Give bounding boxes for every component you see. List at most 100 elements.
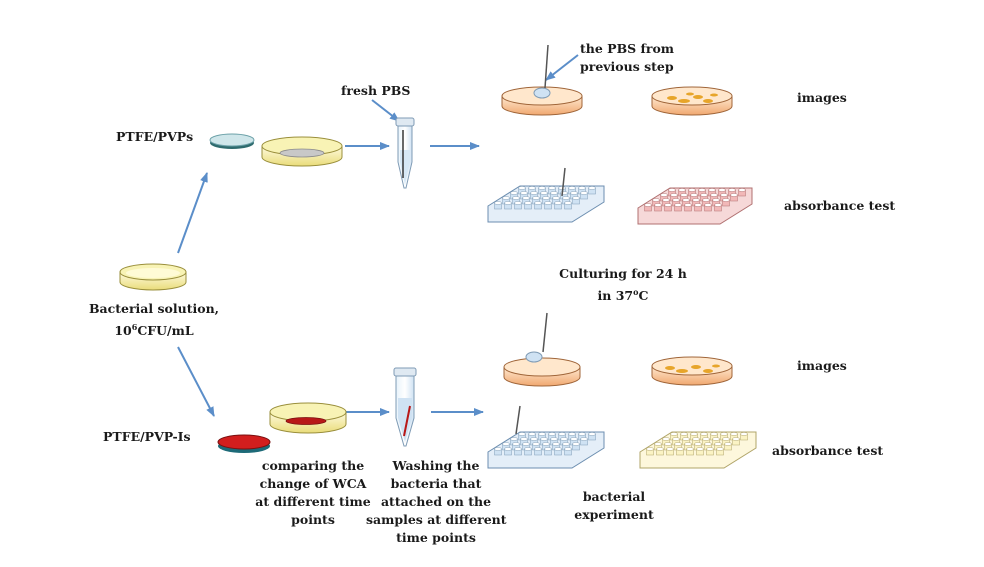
well-top (684, 203, 692, 207)
bacterial-solution-line1: Bacterial solution, (88, 301, 220, 316)
arrow-solution-to-pvpis (177, 346, 215, 417)
well-top (672, 198, 680, 202)
well-top (540, 191, 548, 195)
well-top (530, 437, 538, 441)
bacterial-solution-dish (119, 263, 187, 291)
well-top (512, 442, 520, 446)
colonies (665, 364, 720, 373)
well-top (646, 447, 654, 451)
well-top (688, 188, 696, 192)
well-top (544, 447, 552, 451)
well-top (672, 437, 680, 441)
well-top (578, 186, 586, 190)
well-top (724, 442, 732, 446)
well-top (568, 186, 576, 190)
arrow-fresh-pbs (371, 99, 400, 122)
well-top (714, 203, 722, 207)
well-top (554, 201, 562, 205)
well-top (694, 203, 702, 207)
well-top (664, 203, 672, 207)
well-top (542, 196, 550, 200)
well-top (588, 186, 596, 190)
well-top (494, 447, 502, 451)
bacterial-solution-line2: 106CFU/mL (114, 322, 194, 339)
well-top (706, 447, 714, 451)
well-top (682, 437, 690, 441)
well-top (514, 201, 522, 205)
well-top (528, 186, 536, 190)
well-top (534, 447, 542, 451)
well-top (534, 201, 542, 205)
well-top (732, 437, 740, 441)
well-top (510, 437, 518, 441)
top-well-plate-pink (637, 187, 753, 225)
well-top (504, 447, 512, 451)
well-top (720, 432, 728, 436)
well-top (678, 188, 686, 192)
well-top (702, 437, 710, 441)
well-top (654, 203, 662, 207)
well-top (738, 188, 746, 192)
well-top (532, 196, 540, 200)
well-top (514, 447, 522, 451)
well-top (512, 196, 520, 200)
well-top (538, 432, 546, 436)
well-top (720, 193, 728, 197)
well-top (694, 442, 702, 446)
well-top (554, 447, 562, 451)
well-top (564, 447, 572, 451)
well-top (524, 201, 532, 205)
well-top (580, 191, 588, 195)
well-top (710, 193, 718, 197)
label-images-bottom: images (797, 358, 847, 373)
well-top (564, 201, 572, 205)
top-petri-dish (261, 136, 343, 167)
label-fresh-pbs: fresh PBS (341, 83, 411, 98)
well-top (562, 442, 570, 446)
well-top (670, 193, 678, 197)
well-top (680, 432, 688, 436)
bottom-dish-with-colonies (651, 356, 733, 386)
well-top (568, 432, 576, 436)
well-top (716, 447, 724, 451)
well-top (730, 432, 738, 436)
well-top (704, 203, 712, 207)
well-top (542, 442, 550, 446)
well-top (714, 442, 722, 446)
well-top (690, 193, 698, 197)
label-images-top: images (797, 90, 847, 105)
well-top (696, 447, 704, 451)
well-top (680, 193, 688, 197)
well-top (662, 198, 670, 202)
well-top (708, 188, 716, 192)
well-top (528, 432, 536, 436)
well-top (522, 196, 530, 200)
well-top (518, 186, 526, 190)
label-absorbance-bottom: absorbance test (772, 443, 884, 458)
well-top (702, 198, 710, 202)
well-top (654, 442, 662, 446)
label-washing-bacteria: Washing the bacteria that attached on th… (366, 458, 507, 545)
pipette-icon (515, 405, 521, 435)
label-ptfe-pvp-is: PTFE/PVP-Is (103, 429, 191, 444)
well-top (740, 432, 748, 436)
label-pbs-previous-step: the PBS from previous step (580, 41, 675, 74)
well-top (722, 198, 730, 202)
well-top (690, 432, 698, 436)
well-top (588, 432, 596, 436)
label-bacterial-experiment: bacterial experiment (574, 489, 654, 522)
top-dish-with-colonies (651, 86, 733, 116)
label-culturing: Culturing for 24 h in 37oC (559, 266, 687, 304)
well-top (552, 442, 560, 446)
well-top (552, 196, 560, 200)
well-top (730, 193, 738, 197)
well-top (520, 437, 528, 441)
well-top (662, 437, 670, 441)
well-top (644, 203, 652, 207)
well-top (700, 432, 708, 436)
well-top (692, 198, 700, 202)
well-top (550, 191, 558, 195)
well-top (544, 201, 552, 205)
well-top (578, 432, 586, 436)
